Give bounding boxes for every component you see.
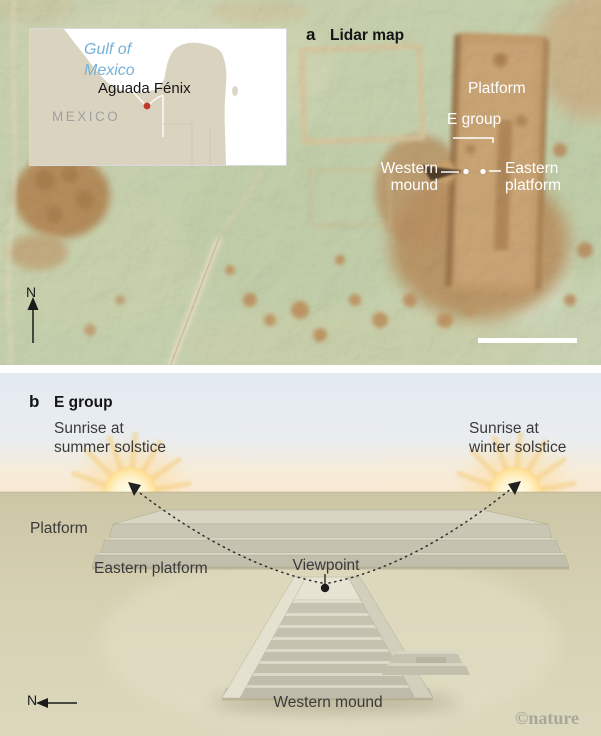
summer-sunrise-label: Sunrise at summer solstice xyxy=(54,419,166,457)
winter-line2: winter solstice xyxy=(469,439,567,456)
summer-arrowhead-icon xyxy=(128,482,141,496)
map-label-e-group: E group xyxy=(447,111,502,128)
map-label-eastern-platform: Eastern platform xyxy=(505,160,561,194)
north-label-a: N xyxy=(26,284,37,300)
north-arrow-left-icon xyxy=(36,698,77,708)
inset-map-art xyxy=(30,29,238,165)
viewpoint-marker xyxy=(320,574,330,593)
e-group-diagram-art xyxy=(0,373,601,736)
map-label-platform: Platform xyxy=(468,80,526,97)
north-label-b: N xyxy=(27,692,38,708)
panel-a-title: Lidar map xyxy=(330,27,405,44)
nature-watermark: ©nature xyxy=(514,708,579,728)
eastern-platform-label: Eastern platform xyxy=(94,560,208,577)
horizon-line xyxy=(0,491,601,493)
summer-line1: Sunrise at xyxy=(54,420,124,437)
winter-arrowhead-icon xyxy=(508,481,521,495)
site-label: Aguada Fénix xyxy=(98,80,191,97)
north-arrow-icon xyxy=(27,297,39,343)
platform-label: Platform xyxy=(30,520,88,537)
western-line2: mound xyxy=(390,176,438,194)
mound-annex-structure xyxy=(382,651,470,675)
eastern-line2: platform xyxy=(505,176,561,194)
country-borders xyxy=(163,122,211,165)
panel-b-title: E group xyxy=(54,394,113,411)
panel-a-label: a xyxy=(306,25,316,44)
sight-lines xyxy=(128,481,521,584)
lidar-map-art xyxy=(0,0,601,365)
western-mound-label: Western mound xyxy=(273,694,383,711)
gulf-line1: Gulf of xyxy=(84,41,132,58)
winter-sunrise-label: Sunrise at winter solstice xyxy=(469,419,566,457)
map-annotation-lines xyxy=(441,137,501,175)
eastern-line1: Eastern xyxy=(505,160,559,177)
country-label: MEXICO xyxy=(52,109,121,124)
summer-line2: summer solstice xyxy=(54,439,166,456)
map-label-western-mound: Western mound xyxy=(380,160,438,194)
winter-line1: Sunrise at xyxy=(469,420,539,437)
inset-locator-map: Gulf of Mexico Aguada Fénix MEXICO xyxy=(29,28,287,166)
gulf-of-mexico-label: Gulf of Mexico xyxy=(84,39,135,81)
site-dot xyxy=(143,102,151,110)
island xyxy=(232,86,238,96)
scale-bar xyxy=(478,338,577,343)
mexico-landmass xyxy=(30,29,227,165)
eastern-platform-structure xyxy=(91,509,570,570)
viewpoint-label: Viewpoint xyxy=(292,557,360,574)
gulf-line2: Mexico xyxy=(84,62,135,79)
panel-b-label: b xyxy=(29,392,40,411)
western-line1: Western xyxy=(380,160,438,177)
